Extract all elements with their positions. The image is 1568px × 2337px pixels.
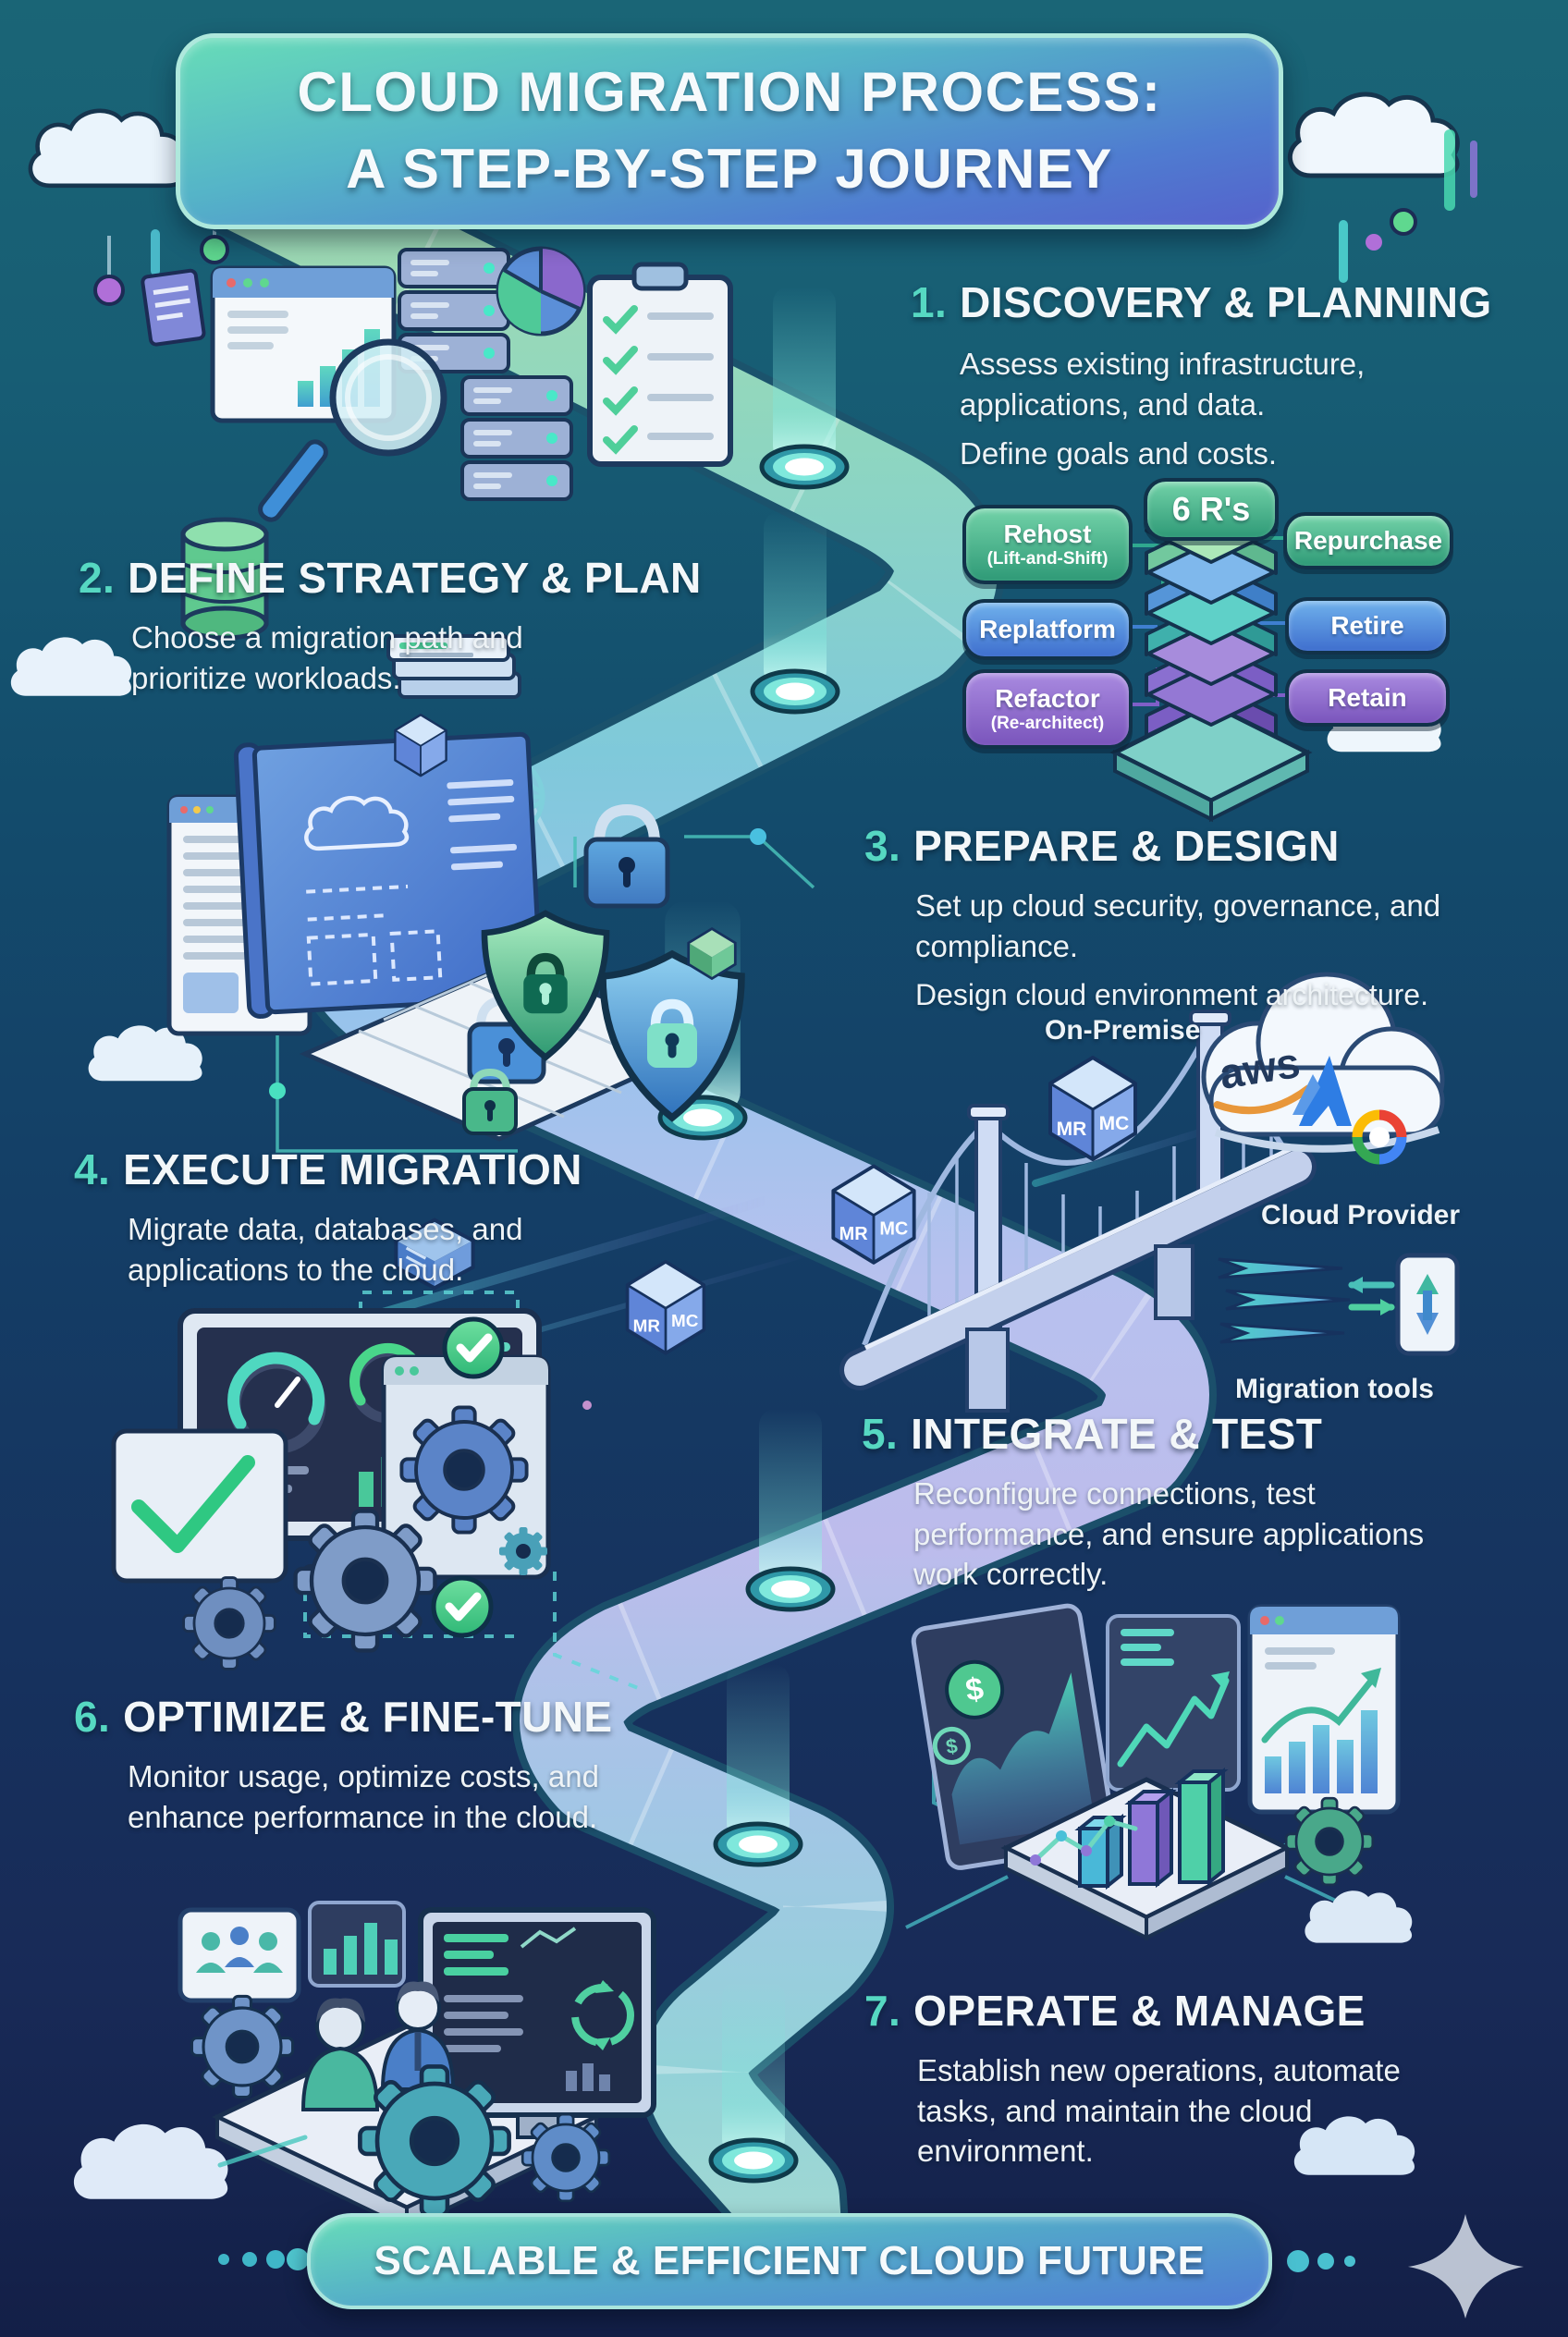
banner-dots-right xyxy=(1287,2250,1355,2272)
decor-cloud-top-right xyxy=(1290,94,1477,283)
ops-monitor-icon xyxy=(418,1907,656,2139)
magnifier-icon xyxy=(258,338,447,522)
decor-cloud-left xyxy=(10,637,132,696)
svg-text:MC: MC xyxy=(879,1219,908,1240)
gear-icon xyxy=(521,2112,611,2203)
check-panel-icon xyxy=(111,1428,288,1584)
decor-cloud-bottom-left xyxy=(73,2123,228,2199)
workload-cube-icon: MR MC xyxy=(831,1164,916,1265)
svg-text:MC: MC xyxy=(671,1312,699,1331)
bars-card-icon xyxy=(308,1901,406,1988)
discovery-illustration xyxy=(180,246,733,699)
on-premise-label: On-Premise xyxy=(1045,1015,1201,1046)
padlock-icon xyxy=(583,803,670,909)
step-2-description: Choose a migration path and prioritize w… xyxy=(131,620,523,695)
step-3-description: Set up cloud security, governance, and c… xyxy=(915,888,1441,1012)
step-5-number: 5. xyxy=(862,1410,899,1458)
person-icon xyxy=(300,1998,380,2111)
step-7-description: Establish new operations, automate tasks… xyxy=(917,2053,1401,2169)
six-rs-stack xyxy=(1109,497,1313,823)
step-2-heading: 2.DEFINE STRATEGY & PLAN xyxy=(79,554,702,602)
migration-arrows-icon xyxy=(1218,1257,1351,1344)
gear-icon xyxy=(182,1576,276,1670)
azure-logo xyxy=(1299,1056,1352,1126)
hanging-document-icon xyxy=(141,268,206,347)
documents-stack-icon xyxy=(386,634,521,699)
pill-repurchase: Repurchase xyxy=(1283,512,1453,569)
sync-panel-icon xyxy=(1395,1253,1460,1356)
step-7-heading: 7.OPERATE & MANAGE xyxy=(864,1987,1366,2035)
pill-retire: Retire xyxy=(1285,597,1450,655)
operate-illustration xyxy=(73,1901,656,2232)
integrate-test-illustration xyxy=(111,1291,648,1694)
title-line-1: CLOUD MIGRATION PROCESS: xyxy=(297,61,1162,124)
shield-lock-blue-icon xyxy=(603,954,741,1118)
team-card-icon xyxy=(178,1907,301,2003)
migration-road xyxy=(190,113,1217,2288)
workload-cube-icon: MR MC xyxy=(625,1260,706,1355)
pill-rehost: Rehost(Lift-and-Shift) xyxy=(962,505,1133,584)
six-rs-title-pill: 6 R's xyxy=(1144,478,1279,541)
gear-icon xyxy=(296,1511,435,1651)
cloud-provider-label: Cloud Provider xyxy=(1261,1200,1461,1230)
small-green-box-icon xyxy=(687,926,737,981)
checklist-clipboard-icon xyxy=(587,262,733,467)
growth-panel-icon xyxy=(1106,1614,1241,1792)
step-3-heading: 3.PREPARE & DESIGN xyxy=(864,822,1340,870)
security-illustration xyxy=(166,714,815,1153)
gear-icon xyxy=(1284,1796,1375,1887)
svg-text:MC: MC xyxy=(1099,1113,1130,1134)
shield-lock-green-icon xyxy=(484,913,606,1058)
svg-text:$: $ xyxy=(944,1734,959,1759)
banner-dots-left xyxy=(218,2248,309,2270)
workload-cube-icon: MR MC xyxy=(1048,1056,1137,1161)
step-5-description: Reconfigure connections, test performanc… xyxy=(913,1476,1425,1592)
report-panel-icon xyxy=(1247,1604,1401,1815)
step-2-number: 2. xyxy=(79,554,116,602)
connector-node xyxy=(269,1083,286,1099)
blueprint-icon xyxy=(233,731,544,1019)
cloud-provider-icon: aws xyxy=(1201,972,1445,1165)
data-box-icon xyxy=(394,1217,475,1291)
step-1-number: 1. xyxy=(911,278,948,326)
step-4-number: 4. xyxy=(74,1145,111,1193)
title-banner: CLOUD MIGRATION PROCESS: A STEP-BY-STEP … xyxy=(176,33,1283,229)
bars-platform-icon xyxy=(1000,1767,1292,1941)
step-1-description: Assess existing infrastructure, applicat… xyxy=(960,347,1366,471)
optimize-illustration: $ $ xyxy=(905,1603,1413,1943)
step-5-heading: 5.INTEGRATE & TEST xyxy=(862,1410,1323,1458)
title-line-2: A STEP-BY-STEP JOURNEY xyxy=(346,138,1113,200)
small-lock-icon xyxy=(462,1068,518,1135)
step-6-number: 6. xyxy=(74,1693,111,1741)
step-6-heading: 6.OPTIMIZE & FINE-TUNE xyxy=(74,1693,613,1741)
footer-banner: SCALABLE & EFFICIENT CLOUD FUTURE xyxy=(307,2213,1272,2309)
step-7-number: 7. xyxy=(864,1987,901,2035)
sparkle-icon xyxy=(1408,2214,1524,2319)
svg-text:MR: MR xyxy=(839,1224,868,1244)
step-1-heading: 1.DISCOVERY & PLANNING xyxy=(911,278,1492,326)
step-3-number: 3. xyxy=(864,822,901,870)
pill-refactor: Refactor(Re-architect) xyxy=(962,669,1133,749)
person-icon xyxy=(380,1981,456,2091)
connector-node xyxy=(750,828,766,845)
google-cloud-logo xyxy=(1352,1109,1407,1165)
decor-cloud-top-left xyxy=(31,111,229,347)
decor-cloud xyxy=(1305,1890,1413,1943)
svg-text:MR: MR xyxy=(633,1316,661,1336)
migration-tools-label: Migration tools xyxy=(1235,1374,1434,1404)
step-4-description: Migrate data, databases, and application… xyxy=(128,1212,523,1287)
gear-icon xyxy=(190,1994,295,2099)
pill-replatform: Replatform xyxy=(962,599,1133,660)
footer-banner-text: SCALABLE & EFFICIENT CLOUD FUTURE xyxy=(374,2238,1206,2283)
database-icon xyxy=(180,517,269,641)
gear-icon xyxy=(360,2066,508,2215)
pill-retain: Retain xyxy=(1285,669,1450,727)
svg-text:MR: MR xyxy=(1057,1119,1087,1140)
step-4-heading: 4.EXECUTE MIGRATION xyxy=(74,1145,582,1193)
transfer-arrows-icon xyxy=(1348,1277,1395,1315)
pie-chart-icon xyxy=(496,246,586,336)
step-6-description: Monitor usage, optimize costs, and enhan… xyxy=(128,1759,599,1834)
